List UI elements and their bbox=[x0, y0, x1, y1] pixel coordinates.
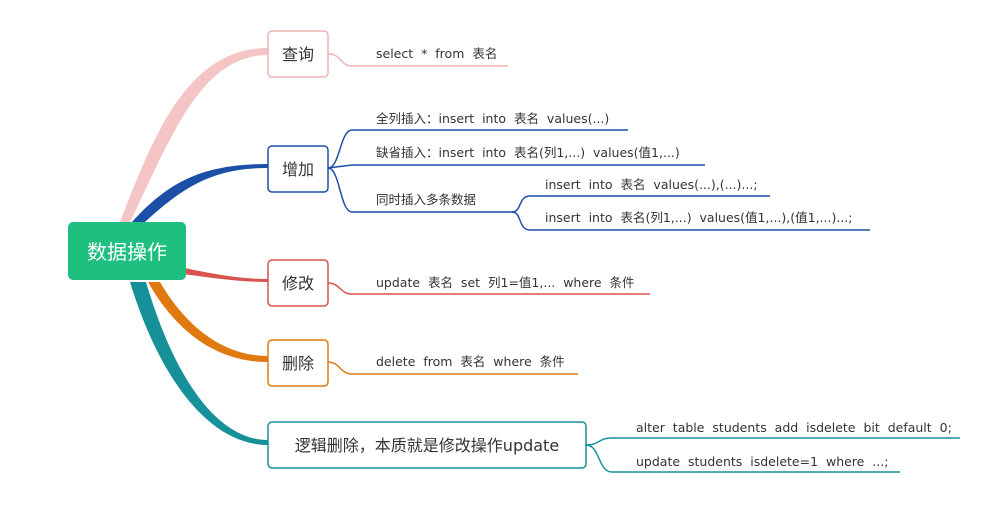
branch-insert[interactable]: 增加 bbox=[267, 145, 329, 193]
root-node[interactable]: 数据操作 bbox=[68, 222, 186, 280]
branch-logical-delete-label: 逻辑删除，本质就是修改操作update bbox=[295, 436, 559, 455]
branch-delete[interactable]: 删除 bbox=[267, 339, 329, 387]
branch-update-label: 修改 bbox=[282, 274, 314, 293]
query-leaf-connector bbox=[327, 53, 508, 67]
logical-leaf-2: update students isdelete=1 where ...; bbox=[636, 454, 888, 469]
branch-query[interactable]: 查询 bbox=[267, 30, 329, 78]
update-leaf-1: update 表名 set 列1=值1,... where 条件 bbox=[376, 275, 635, 290]
branch-delete-label: 删除 bbox=[282, 354, 314, 373]
insert-leaf-1: 全列插入：insert into 表名 values(...) bbox=[376, 111, 609, 126]
insert-leaf-3: 同时插入多条数据 bbox=[376, 192, 476, 207]
branch-insert-label: 增加 bbox=[282, 160, 314, 179]
connector-logical bbox=[130, 282, 268, 445]
connector-insert bbox=[132, 164, 268, 222]
connector-delete bbox=[148, 282, 268, 362]
branch-logical-delete[interactable]: 逻辑删除，本质就是修改操作update bbox=[267, 421, 587, 469]
logical-leaf-1: alter table students add isdelete bit de… bbox=[636, 420, 952, 435]
connector-update bbox=[170, 266, 268, 282]
logical-leaf-connectors bbox=[585, 437, 960, 473]
root-label: 数据操作 bbox=[87, 240, 167, 264]
delete-leaf-connector bbox=[327, 361, 578, 375]
branch-update[interactable]: 修改 bbox=[267, 259, 329, 307]
insert-leaf-2: 缺省插入：insert into 表名(列1,...) values(值1,..… bbox=[376, 145, 680, 160]
query-leaf-1: select * from 表名 bbox=[376, 46, 497, 61]
connector-query bbox=[120, 48, 268, 222]
update-leaf-connector bbox=[327, 282, 650, 295]
branch-query-label: 查询 bbox=[282, 45, 314, 64]
delete-leaf-1: delete from 表名 where 条件 bbox=[376, 354, 565, 369]
insert-leaf-3-child-1: insert into 表名 values(...),(...)...; bbox=[545, 177, 758, 192]
insert-leaf-3-child-2: insert into 表名(列1,...) values(值1,...),(值… bbox=[545, 210, 852, 225]
insert-leaf-connectors bbox=[327, 129, 870, 231]
